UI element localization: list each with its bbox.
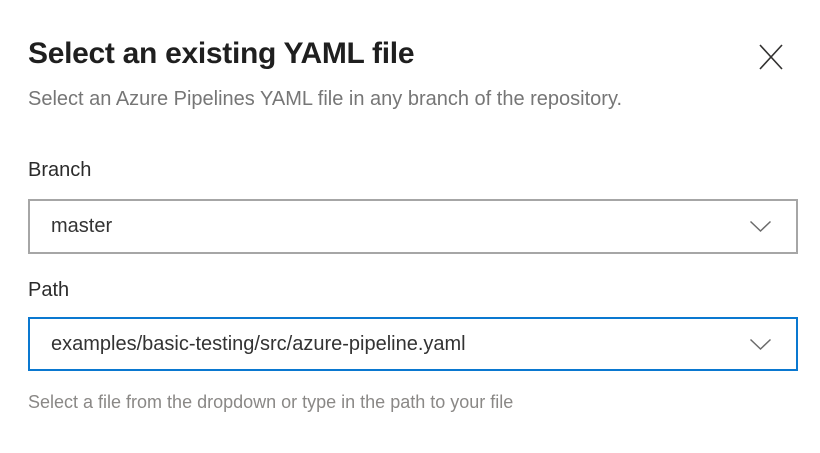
path-dropdown[interactable]: examples/basic-testing/src/azure-pipelin…	[28, 317, 798, 371]
branch-label: Branch	[28, 159, 92, 181]
branch-dropdown[interactable]: master	[28, 199, 798, 254]
path-helper-text: Select a file from the dropdown or type …	[28, 392, 514, 412]
path-label: Path	[28, 279, 70, 301]
chevron-down-icon	[749, 338, 772, 351]
dialog-subtitle: Select an Azure Pipelines YAML file in a…	[28, 88, 623, 110]
close-icon	[756, 44, 786, 75]
branch-dropdown-value: master	[51, 215, 113, 237]
dialog-header: Select an existing YAML file	[28, 0, 798, 76]
chevron-down-icon	[749, 220, 772, 233]
close-button[interactable]	[752, 38, 790, 76]
dialog-title: Select an existing YAML file	[28, 37, 415, 70]
path-dropdown-value: examples/basic-testing/src/azure-pipelin…	[51, 332, 466, 355]
